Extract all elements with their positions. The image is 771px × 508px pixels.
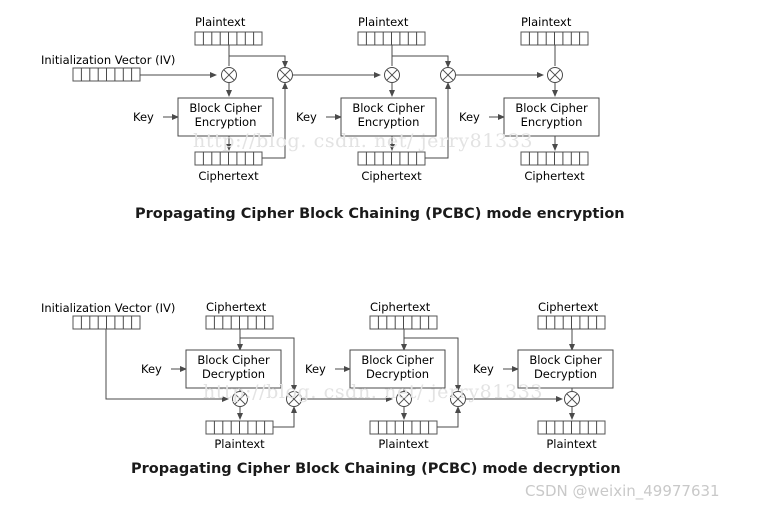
dec-iv-label: Initialization Vector (IV)	[41, 301, 175, 315]
enc-stage-3-cipher-line2: Encryption	[521, 115, 583, 129]
dec-stage-1-xor-main	[232, 391, 248, 407]
dec-stage-2-xor-main	[396, 391, 412, 407]
enc-stage-1-ciphertext-block	[194, 151, 263, 166]
enc-stage-3-key-label: Key	[459, 110, 480, 124]
enc-stage-1-key-label: Key	[133, 110, 154, 124]
enc-stage-1-output-label: Ciphertext	[198, 169, 259, 183]
enc-stage-1-plaintext-block	[194, 31, 263, 46]
dec-stage-2-cipher-line2: Decryption	[366, 367, 429, 381]
decryption-caption: Propagating Cipher Block Chaining (PCBC)…	[131, 461, 621, 477]
dec-stage-2-output-label: Plaintext	[378, 437, 429, 451]
dec-stage-3-input-label: Ciphertext	[538, 300, 599, 314]
encryption-diagram: Initialization Vector (IV) Plaintext	[41, 15, 600, 183]
enc-stage-3-input-label: Plaintext	[521, 15, 572, 29]
csdn-credit: CSDN @weixin_49977631	[525, 482, 720, 501]
enc-stage-3-xor-main	[547, 67, 563, 83]
enc-stage-2-cipher-line1: Block Cipher	[352, 101, 425, 115]
enc-stage-2-output-label: Ciphertext	[361, 169, 422, 183]
enc-iv-bitblock	[72, 67, 141, 82]
dec-stage-3-cipher-box	[517, 349, 614, 389]
enc-stage-3-cipher-box	[503, 97, 600, 137]
dec-stage-1-key-label: Key	[141, 362, 162, 376]
dec-stage-1-output-label: Plaintext	[214, 437, 265, 451]
dec-stage-3-cipher-line1: Block Cipher	[529, 353, 602, 367]
dec-stage-2-xor-feedback	[450, 391, 466, 407]
dec-stage-2-ciphertext-block	[369, 315, 438, 330]
dec-stage-2-plaintext-block	[369, 420, 438, 435]
enc-stage-3-ciphertext-block	[520, 151, 589, 166]
enc-stage-1-cipher-line2: Encryption	[195, 115, 257, 129]
enc-stage-3-plaintext-block	[520, 31, 589, 46]
enc-stage-2-xor-feedback	[440, 67, 456, 83]
dec-iv-bitblock	[72, 315, 141, 330]
enc-stage-3-cipher-line1: Block Cipher	[515, 101, 588, 115]
enc-stage-2-cipher-line2: Encryption	[358, 115, 420, 129]
dec-stage-2-cipher-line1: Block Cipher	[361, 353, 434, 367]
enc-stage-2-key-label: Key	[296, 110, 317, 124]
dec-stage-1-ciphertext-block	[205, 315, 274, 330]
enc-iv-label: Initialization Vector (IV)	[41, 53, 175, 67]
enc-stage-1-xor-main	[221, 67, 237, 83]
enc-stage-2-xor-main	[384, 67, 400, 83]
dec-stage-1-cipher-box	[185, 349, 282, 389]
dec-stage-3-ciphertext-block	[537, 315, 606, 330]
dec-stage-1-cipher-line1: Block Cipher	[197, 353, 270, 367]
dec-stage-2-cipher-box	[349, 349, 446, 389]
enc-stage-1-cipher-line1: Block Cipher	[189, 101, 262, 115]
dec-watermark: http://blog. csdn. net/ jerry81333	[203, 381, 543, 403]
enc-stage-1-input-label: Plaintext	[195, 15, 246, 29]
decryption-diagram: Initialization Vector (IV) Ciphertext	[41, 300, 614, 451]
dec-stage-1-plaintext-block	[205, 420, 274, 435]
dec-stage-2-input-label: Ciphertext	[370, 300, 431, 314]
dec-stage-1-input-label: Ciphertext	[206, 300, 267, 314]
encryption-caption: Propagating Cipher Block Chaining (PCBC)…	[135, 206, 625, 222]
dec-stage-3-plaintext-block	[537, 420, 606, 435]
dec-stage-3-output-label: Plaintext	[546, 437, 597, 451]
enc-stage-1-xor-feedback	[277, 67, 293, 83]
enc-stage-1-cipher-box	[177, 97, 274, 137]
enc-stage-2-ciphertext-block	[357, 151, 426, 166]
dec-stage-3-cipher-line2: Decryption	[534, 367, 597, 381]
enc-watermark: http://blog. csdn. net/ jerry81333	[193, 130, 533, 152]
dec-stage-2-key-label: Key	[305, 362, 326, 376]
dec-stage-1-cipher-line2: Decryption	[202, 367, 265, 381]
enc-stage-3-output-label: Ciphertext	[524, 169, 585, 183]
dec-stage-3-key-label: Key	[473, 362, 494, 376]
enc-stage-2-input-label: Plaintext	[358, 15, 409, 29]
dec-stage-3-xor-main	[564, 391, 580, 407]
enc-stage-2-plaintext-block	[357, 31, 426, 46]
enc-stage-2-cipher-box	[340, 97, 437, 137]
